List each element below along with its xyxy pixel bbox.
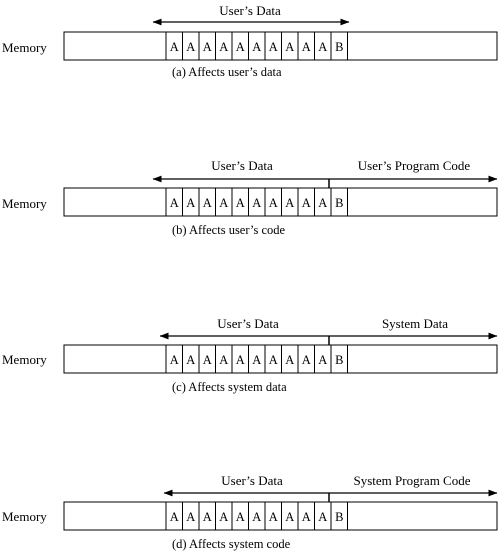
system-data-label: System Data: [382, 316, 448, 331]
cell-text: A: [318, 196, 327, 210]
cell-text: A: [302, 196, 311, 210]
memory-label: Memory: [2, 352, 47, 367]
cell-text: A: [252, 510, 261, 524]
cell-text: A: [318, 353, 327, 367]
cell-text: A: [318, 40, 327, 54]
cell-text: A: [285, 196, 294, 210]
memory-bar: [63, 501, 498, 531]
cell-text: A: [203, 353, 212, 367]
memory-bar: [63, 187, 498, 217]
cell-text: B: [335, 353, 343, 367]
memory-label: Memory: [2, 509, 47, 524]
users-program-code-label: User’s Program Code: [358, 158, 471, 173]
cell-text: B: [335, 510, 343, 524]
cell-text: A: [186, 196, 195, 210]
cell-text: A: [170, 196, 179, 210]
panel-a: User’s Data Memory A A A A A A A A A A: [2, 3, 498, 79]
cell-text: A: [203, 510, 212, 524]
cell-text: A: [269, 353, 278, 367]
cell-text: A: [269, 40, 278, 54]
cell-text: A: [236, 510, 245, 524]
cell-text: A: [285, 510, 294, 524]
cell-text: B: [335, 196, 343, 210]
panel-c: User’s Data System Data Memory A A A A A…: [2, 316, 498, 394]
memory-label: Memory: [2, 196, 47, 211]
memory-cells: A A A A A A A A A A B: [165, 188, 348, 216]
cell-text: A: [236, 353, 245, 367]
users-data-label: User’s Data: [221, 473, 283, 488]
cell-text: A: [170, 353, 179, 367]
cell-text: A: [318, 510, 327, 524]
cell-text: A: [170, 40, 179, 54]
cell-text: A: [302, 40, 311, 54]
memory-cells: A A A A A A A A A A B: [165, 345, 348, 373]
cell-text: A: [170, 510, 179, 524]
cell-text: A: [252, 40, 261, 54]
panel-d: User’s Data System Program Code Memory A…: [2, 473, 498, 551]
cell-text: A: [269, 196, 278, 210]
users-data-label: User’s Data: [211, 158, 273, 173]
caption: (a) Affects user’s data: [172, 65, 282, 79]
cell-text: A: [219, 353, 228, 367]
cell-text: A: [252, 353, 261, 367]
cell-text: A: [252, 196, 261, 210]
cell-text: A: [285, 40, 294, 54]
caption: (b) Affects user’s code: [172, 223, 285, 237]
cell-text: A: [302, 353, 311, 367]
cell-text: A: [302, 510, 311, 524]
system-program-code-label: System Program Code: [354, 473, 471, 488]
memory-cells: A A A A A A A A A A B: [165, 32, 348, 60]
cell-text: A: [285, 353, 294, 367]
panel-b: User’s Data User’s Program Code Memory A…: [2, 158, 498, 237]
cell-text: A: [219, 510, 228, 524]
users-data-label: User’s Data: [217, 316, 279, 331]
cell-text: A: [236, 40, 245, 54]
cell-text: A: [219, 40, 228, 54]
memory-cells: A A A A A A A A A A B: [165, 502, 348, 530]
cell-text: A: [236, 196, 245, 210]
memory-bar: [63, 344, 498, 374]
memory-bar: [63, 31, 498, 61]
cell-text: A: [269, 510, 278, 524]
cell-text: A: [186, 353, 195, 367]
cell-text: A: [186, 40, 195, 54]
cell-text: A: [219, 196, 228, 210]
cell-text: B: [335, 40, 343, 54]
cell-text: A: [203, 40, 212, 54]
cell-text: A: [186, 510, 195, 524]
caption: (d) Affects system code: [172, 537, 291, 551]
caption: (c) Affects system data: [172, 380, 287, 394]
memory-label: Memory: [2, 40, 47, 55]
cell-text: A: [203, 196, 212, 210]
users-data-label: User’s Data: [219, 3, 281, 18]
